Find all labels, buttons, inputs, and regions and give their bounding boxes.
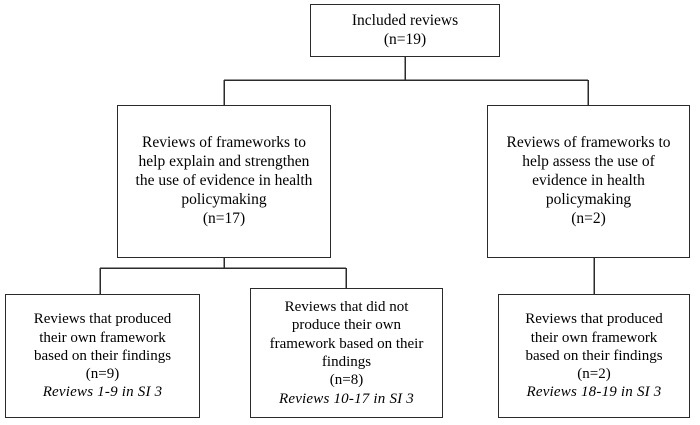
node-produced-9-count: (n=9) (85, 366, 120, 383)
node-produced-2-line-3: based on their findings (525, 347, 663, 364)
node-did-not-produce-framework-8: Reviews that did not produce their own f… (250, 288, 443, 418)
node-not-produced-8-line-1: Reviews that did not (284, 299, 409, 316)
node-not-produced-8-line-2: produce their own (291, 317, 402, 334)
node-produced-2-si-reference: Reviews 18-19 in SI 3 (526, 384, 662, 401)
node-not-produced-8-count: (n=8) (329, 372, 364, 389)
node-reviews-explain-strengthen: Reviews of frameworks to help explain an… (117, 105, 331, 258)
node-included-line-1: Included reviews (351, 11, 459, 29)
node-produced-own-framework-2: Reviews that produced their own framewor… (498, 294, 690, 418)
node-assess-line-1: Reviews of frameworks to (506, 134, 671, 152)
node-produced-2-line-1: Reviews that produced (525, 311, 663, 328)
node-produced-2-line-2: their own framework (530, 329, 658, 346)
node-produced-9-si-reference: Reviews 1-9 in SI 3 (42, 384, 163, 401)
node-produced-2-count: (n=2) (577, 366, 611, 383)
node-explain-line-2: help explain and strengthen (138, 153, 310, 171)
node-assess-line-4: policymaking (545, 190, 632, 208)
node-not-produced-8-si-reference: Reviews 10-17 in SI 3 (278, 390, 414, 407)
node-produced-9-line-2: their own framework (39, 329, 166, 346)
node-reviews-assess: Reviews of frameworks to help assess the… (487, 105, 690, 258)
node-not-produced-8-line-3: framework based on their (269, 335, 424, 352)
node-included-reviews: Included reviews (n=19) (310, 4, 500, 57)
node-explain-line-1: Reviews of frameworks to (142, 134, 306, 152)
node-assess-count: (n=2) (571, 209, 606, 227)
node-explain-count: (n=17) (202, 209, 246, 227)
node-included-line-2: (n=19) (383, 30, 427, 48)
node-explain-line-4: policymaking (181, 190, 267, 208)
node-assess-line-2: help assess the use of (522, 153, 655, 171)
node-produced-own-framework-9: Reviews that produced their own framewor… (5, 294, 200, 418)
node-not-produced-8-line-4: findings (321, 354, 372, 370)
node-explain-line-3: the use of evidence in health (135, 172, 313, 190)
node-produced-9-line-3: based on their findings (33, 347, 172, 364)
node-assess-line-3: evidence in health (532, 172, 645, 190)
node-produced-9-line-1: Reviews that produced (33, 311, 172, 328)
